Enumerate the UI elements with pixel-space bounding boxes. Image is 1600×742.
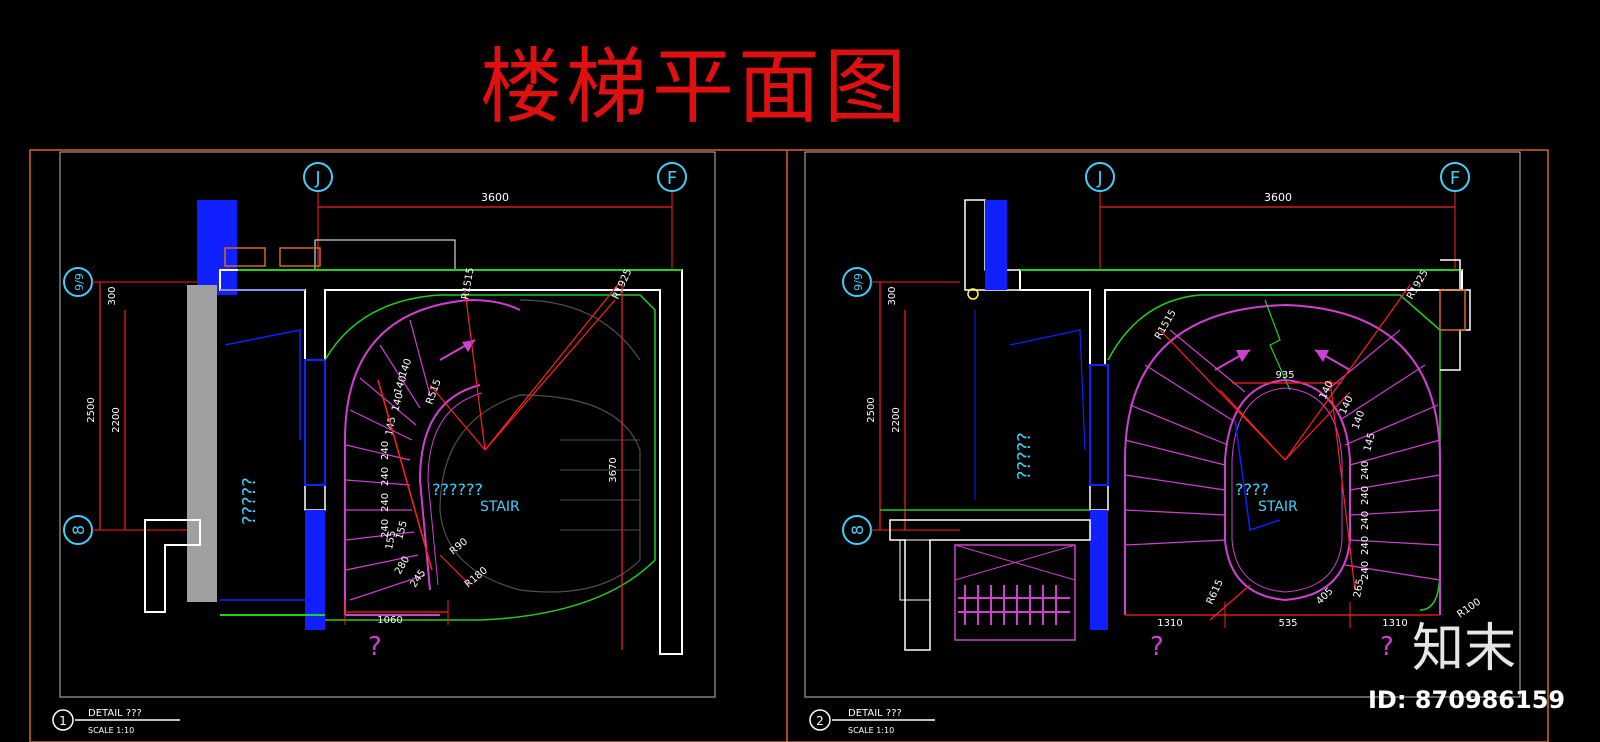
room-text: ?????? (432, 480, 483, 499)
svg-text:????: ???? (1235, 480, 1269, 499)
svg-text:155: 155 (394, 519, 410, 540)
svg-text:2200: 2200 (111, 407, 122, 432)
svg-text:3670: 3670 (608, 457, 619, 482)
svg-text:9/9: 9/9 (73, 273, 86, 291)
svg-text:?????: ????? (1014, 432, 1035, 480)
grid-bubble-8: 8 (63, 515, 93, 545)
svg-text:935: 935 (1275, 370, 1294, 381)
svg-text:DETAIL ???: DETAIL ??? (88, 708, 142, 719)
dim-top-label: 3600 (481, 191, 509, 204)
svg-text:240: 240 (1360, 561, 1371, 580)
svg-text:2: 2 (816, 714, 824, 728)
svg-text:F: F (1450, 168, 1460, 189)
grey-wall (187, 285, 217, 602)
radius-r90: R90 (448, 536, 470, 557)
step-dim-labels-2: 140 140 140 145 240 240 240 240 240 265 (1318, 379, 1378, 598)
svg-text:1: 1 (59, 714, 67, 728)
grid-bubble-j-2: J (1085, 162, 1115, 192)
grid-bubble-j: J (303, 162, 333, 192)
blue-post-2 (1090, 510, 1108, 630)
grid-bubble-9: 9/9 (63, 267, 93, 297)
svg-text:535: 535 (1278, 618, 1297, 629)
svg-text:STAIR: STAIR (1258, 499, 1298, 515)
spiral-stair (344, 298, 521, 616)
svg-text:R1925: R1925 (1405, 268, 1431, 302)
svg-text:265: 265 (1352, 578, 1366, 599)
svg-text:1310: 1310 (1382, 618, 1407, 629)
brand-logo: 知末 (1412, 619, 1517, 679)
svg-text:2200: 2200 (891, 407, 902, 432)
svg-text:SCALE 1:10: SCALE 1:10 (848, 726, 894, 735)
svg-text:J: J (1096, 168, 1102, 189)
svg-text:300: 300 (107, 286, 118, 305)
detail-tag-1: 1 DETAIL ??? SCALE 1:10 (52, 708, 180, 735)
side-text: ????? (239, 477, 260, 525)
view-border (59, 151, 716, 698)
svg-text:245: 245 (408, 568, 428, 590)
svg-text:140: 140 (390, 391, 406, 412)
svg-text:145: 145 (1362, 431, 1378, 452)
blue-post-top (304, 359, 326, 486)
svg-text:SCALE 1:10: SCALE 1:10 (88, 726, 134, 735)
svg-text:2500: 2500 (86, 397, 97, 422)
svg-text:240: 240 (1360, 486, 1371, 505)
blue-column-2 (985, 200, 1007, 290)
svg-text:R615: R615 (1205, 578, 1226, 606)
dim-bottom-label: 1060 (377, 615, 402, 626)
svg-text:?: ? (1380, 632, 1394, 662)
svg-text:155: 155 (384, 530, 398, 551)
blue-post-bottom (305, 510, 325, 630)
detail-tag-2: 2 DETAIL ??? SCALE 1:10 (809, 708, 935, 735)
sheet-frame (29, 149, 1549, 742)
drawing-1: J F 9/9 8 3600 300 2500 2200 (52, 151, 716, 735)
svg-text:240: 240 (1360, 536, 1371, 555)
grid-bubble-f: F (657, 162, 687, 192)
svg-text:8: 8 (69, 525, 88, 535)
svg-text:300: 300 (887, 286, 898, 305)
u-stair (1124, 303, 1441, 616)
page-title: 楼梯平面图 (480, 40, 911, 135)
svg-text:140: 140 (1338, 394, 1356, 416)
svg-text:3600: 3600 (1264, 191, 1292, 204)
id-label: ID: 870986159 (1368, 686, 1566, 714)
svg-text:240: 240 (1360, 511, 1371, 530)
svg-text:405: 405 (1314, 586, 1335, 607)
svg-text:DETAIL ???: DETAIL ??? (848, 708, 902, 719)
svg-text:280: 280 (393, 554, 412, 576)
grid-bubble-f-2: F (1440, 162, 1470, 192)
svg-text:140: 140 (1350, 409, 1367, 431)
stair-label: STAIR (480, 499, 520, 515)
question-mark: ? (368, 632, 382, 662)
svg-text:240: 240 (380, 493, 391, 512)
grid-bubble-8-2: 8 (842, 515, 872, 545)
svg-text:8: 8 (848, 525, 867, 535)
svg-text:2500: 2500 (866, 397, 877, 422)
view-border-2 (804, 151, 1521, 698)
svg-text:9/9: 9/9 (852, 273, 865, 291)
svg-text:?: ? (1150, 632, 1164, 662)
svg-text:240: 240 (1360, 461, 1371, 480)
svg-text:F: F (667, 168, 677, 189)
radius-r180: R180 (463, 565, 490, 590)
svg-text:240: 240 (380, 441, 391, 460)
svg-text:J: J (314, 168, 320, 189)
svg-text:240: 240 (380, 519, 391, 538)
svg-text:1310: 1310 (1157, 618, 1182, 629)
radius-r515: R515 (424, 378, 443, 406)
grid-bubble-9-2: 9/9 (842, 267, 872, 297)
svg-text:240: 240 (380, 467, 391, 486)
